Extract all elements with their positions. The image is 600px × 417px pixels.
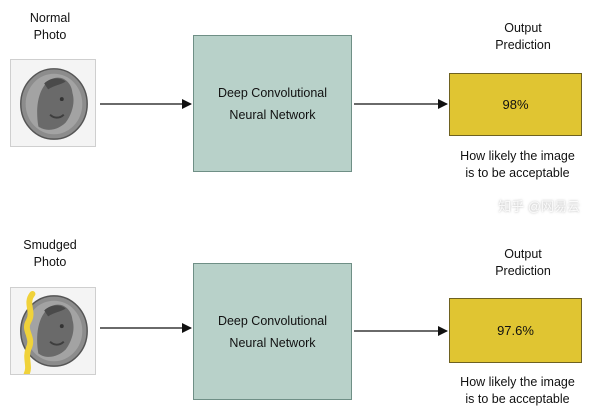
prediction-value-top: 98% — [502, 97, 529, 112]
deep-cnn-box-bottom: Deep Convolutional Neural Network — [193, 263, 352, 400]
prediction-caption-top: How likely the image is to be acceptable — [460, 149, 575, 180]
normal-coin-photo — [10, 59, 96, 147]
prediction-value-bottom: 97.6% — [497, 323, 534, 338]
prediction-caption-bottom: How likely the image is to be acceptable — [460, 375, 575, 406]
normal-photo-label: Normal Photo — [29, 11, 71, 42]
coin-image — [11, 60, 95, 146]
prediction-box-top: 98% — [449, 73, 582, 136]
watermark: 知乎 @网易云 — [498, 199, 580, 214]
output-prediction-label-top: Output Prediction — [495, 21, 551, 52]
smudged-coin-photo — [10, 287, 96, 375]
smudged-photo-label: Smudged Photo — [23, 238, 77, 269]
smudge-mark — [23, 290, 36, 374]
smudged-coin-image — [11, 288, 95, 374]
output-prediction-label-bottom: Output Prediction — [495, 247, 551, 278]
deep-cnn-box-top: Deep Convolutional Neural Network — [193, 35, 352, 172]
prediction-box-bottom: 97.6% — [449, 298, 582, 363]
